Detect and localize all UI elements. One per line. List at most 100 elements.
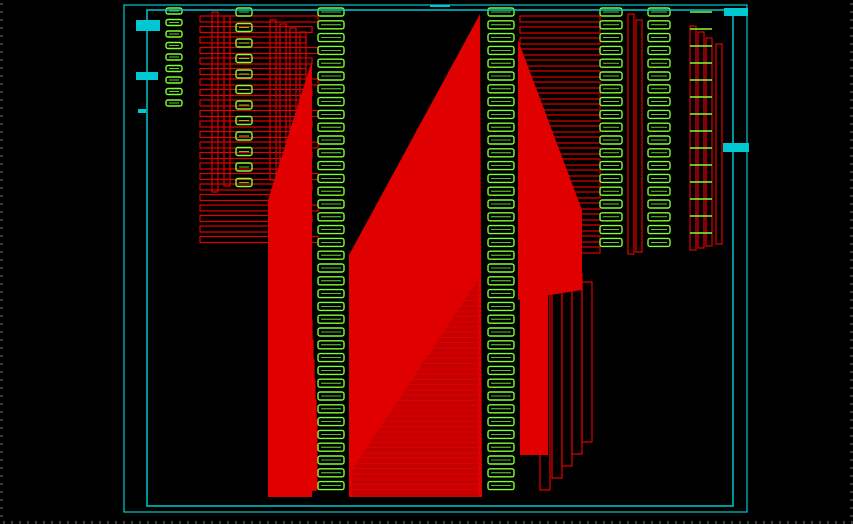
cell-left-small [165,64,183,73]
cell-right-far [647,122,671,132]
cell-narrow [235,53,253,64]
cell-main-right [487,301,515,312]
wire-right-vertical [581,281,593,443]
cell-left-small [165,53,183,61]
cell-main-left [317,365,345,376]
cell-main-left [317,173,345,184]
wire-right-band [519,92,601,100]
wire-right-band [519,70,601,78]
wire-center-band [351,483,481,491]
cell-main-left [317,468,345,478]
cell-right-small [599,32,623,43]
cell-right-far [647,45,671,56]
cell-right-far [647,20,671,30]
wire-left-band [199,88,313,97]
cell-right-small [599,109,623,120]
cell-main-right [487,263,515,273]
cell-right-far [647,84,671,94]
cell-right-small [599,186,623,196]
cell-main-left [317,148,345,158]
wire-left-band [199,78,319,86]
wire-center-band [351,441,481,449]
cell-main-left [317,160,345,171]
cell-main-left [317,314,345,324]
wire-left-band [199,151,313,160]
cell-narrow [235,69,253,79]
wire-left-band [199,225,307,233]
cell-right-far [647,173,671,184]
cell-main-left [317,442,345,452]
wire-left-vertical [279,23,287,175]
metal-wedge-right-lower [520,260,548,455]
wire-left-band [199,141,319,149]
wire-right-vertical [561,265,573,467]
cell-main-right [487,480,515,491]
cell-narrow [235,146,253,157]
cell-main-left [317,135,345,145]
cell-main-left [317,58,345,68]
cell-main-left [317,263,345,273]
cell-main-left [317,391,345,401]
cell-main-left [317,404,345,414]
cell-main-right [487,365,515,376]
cell-right-far [647,160,671,171]
cell-main-right [487,237,515,248]
wire-far-right-vertical [627,13,635,255]
cell-right-far [647,186,671,196]
cell-main-left [317,224,345,235]
cell-main-left [317,45,345,56]
cell-main-right [487,20,515,30]
cell-right-small [599,71,623,81]
cell-main-left [317,7,345,17]
cell-main-right [487,7,515,17]
wire-left-band [199,214,313,223]
wire-center-band [351,452,481,459]
wire-right-vertical [539,249,551,491]
cell-main-left [317,109,345,120]
cell-right-far [647,58,671,68]
wire-right-band [519,180,601,188]
wire-lower-left-stack [304,419,318,491]
pin-left-1 [136,20,160,31]
wire-right-band [519,37,601,45]
cell-layer [165,7,712,491]
cell-main-right [487,122,515,132]
cell-main-left [317,480,345,491]
cell-right-far [647,135,671,145]
cell-main-right [487,224,515,235]
cell-main-left [317,455,345,465]
wire-center-band [351,473,481,480]
cell-main-right [487,71,515,81]
cell-right-small [599,237,623,248]
cell-main-left [317,416,345,427]
cell-main-left [317,276,345,286]
cell-main-right [487,109,515,120]
cell-main-right [487,135,515,145]
cell-main-right [487,442,515,452]
cell-main-left [317,301,345,312]
cell-right-far [647,148,671,158]
wire-right-band [519,103,601,111]
cell-main-left [317,288,345,299]
cell-main-right [487,288,515,299]
wire-left-vertical [289,27,297,169]
wire-center-band [351,378,481,386]
cell-right-small [599,135,623,145]
cell-right-small [599,122,623,132]
wire-center-band [351,462,481,470]
cell-main-right [487,314,515,324]
cell-right-far [647,96,671,107]
cell-main-left [317,250,345,260]
cell-narrow [235,38,253,48]
cell-main-left [317,352,345,363]
cell-right-far [647,199,671,209]
wire-right-band [519,169,601,177]
wire-layer [199,11,723,491]
cell-main-left [317,340,345,350]
wire-far-right-vertical [689,25,697,251]
wire-left-band [199,193,307,202]
cell-right-small [599,199,623,209]
cell-main-right [487,468,515,478]
cell-main-right [487,186,515,196]
